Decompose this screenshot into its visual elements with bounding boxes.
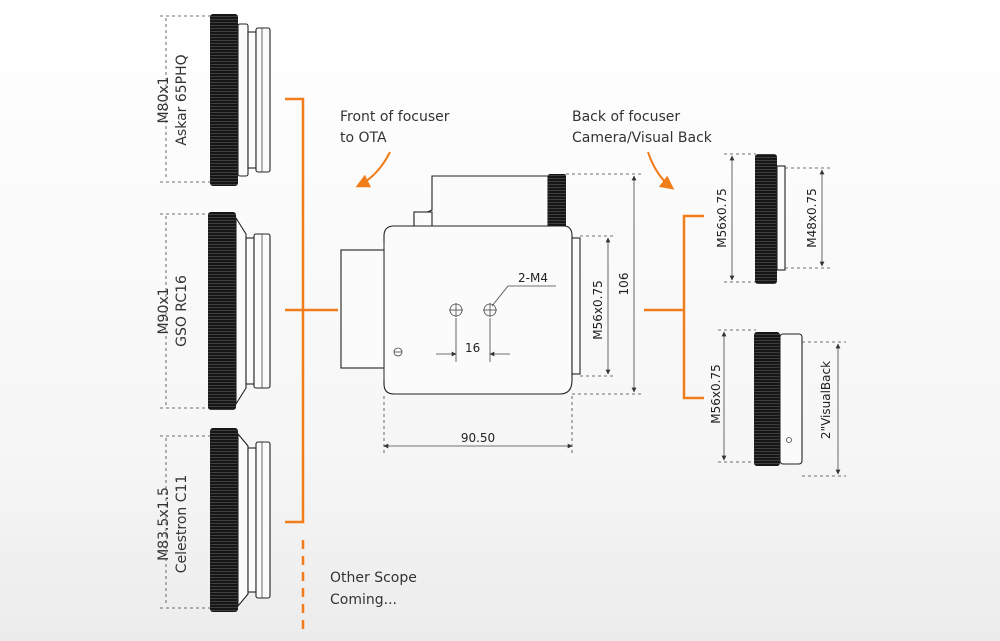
front-note-line1: Front of focuser xyxy=(340,109,450,125)
focuser-body xyxy=(340,174,581,395)
other-scope-line1: Other Scope xyxy=(330,570,417,586)
front-note-line2: to OTA xyxy=(340,130,387,146)
adapter-3-scope: Celestron C11 xyxy=(174,475,190,574)
adapter-2-scope: GSO RC16 xyxy=(174,275,190,347)
back-note-line1: Back of focuser xyxy=(572,109,680,125)
adapter-visualback xyxy=(718,329,846,477)
focuser-width-label: 90.50 xyxy=(461,431,495,445)
front-arrow-icon xyxy=(355,151,391,188)
back-adapter-1-thread-out: M48x0.75 xyxy=(805,188,819,247)
back-adapter-2-thread-out: 2"VisualBack xyxy=(819,361,833,439)
adapter-1-thread: M80x1 xyxy=(156,76,172,123)
adapter-2-thread: M90x1 xyxy=(156,287,172,334)
adapter-m48 xyxy=(724,153,830,284)
back-adapter-1-thread-in: M56x0.75 xyxy=(715,188,729,247)
adapter-celestron-c11 xyxy=(160,428,271,612)
focuser-back-thread-label: M56x0.75 xyxy=(591,280,605,339)
adapter-3-thread: M83.5x1.5 xyxy=(156,487,172,561)
focuser-height-label: 106 xyxy=(617,273,631,296)
adapter-1-scope: Askar 65PHQ xyxy=(174,54,190,145)
back-note-line2: Camera/Visual Back xyxy=(572,130,713,146)
other-scope-line2: Coming... xyxy=(330,592,397,608)
screw-label: 2-M4 xyxy=(518,271,548,285)
adapter-gso-rc16 xyxy=(160,212,271,410)
front-bracket xyxy=(285,97,338,630)
adapter-askar-65phq xyxy=(160,14,271,186)
back-arrow-icon xyxy=(647,151,675,190)
back-bracket xyxy=(644,214,704,400)
hole-spacing-label: 16 xyxy=(465,341,480,355)
back-adapter-2-thread-in: M56x0.75 xyxy=(709,364,723,423)
focuser-dimensions xyxy=(383,173,642,454)
